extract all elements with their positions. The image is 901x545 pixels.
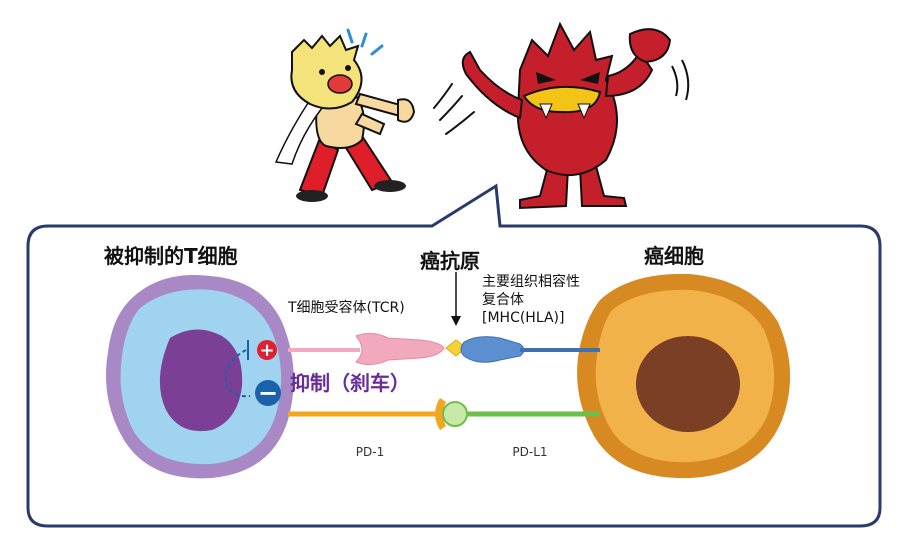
t-cell [106,275,294,479]
plus-sign-label: + [259,340,274,361]
cancer-cell [577,273,791,479]
pdl1-ligand [442,401,468,427]
boy-character-illustration [274,28,416,202]
plus-icon [257,340,277,360]
mhc-label-line3: [MHC(HLA)] [482,310,564,326]
antigen-arrow-head [451,316,461,326]
minus-sign-label: − [258,379,278,407]
cancer-antigen-title: 癌抗原 [420,249,480,273]
tcr-receptor [355,332,445,366]
t-cell-nucleus [159,329,243,432]
suppressed-t-cell-title: 被抑制的T细胞 [104,244,238,268]
mhc-label-line1: 主要组织相容性 [482,273,580,290]
mhc-label-line2: 复合体 [482,291,524,308]
pd1-label: PD-1 [356,445,384,459]
monster-character-illustration [433,21,690,210]
pd1-receptor-cup [435,398,446,430]
mhc-molecule [460,336,525,363]
cancer-cell-title: 癌细胞 [644,244,704,268]
inhibition-label: 抑制（刹车） [290,371,410,395]
cancer-cell-nucleus [636,336,740,432]
minus-icon [255,380,281,406]
tcr-label: T细胞受容体(TCR) [287,299,405,316]
pdl1-label: PD-L1 [512,445,547,459]
